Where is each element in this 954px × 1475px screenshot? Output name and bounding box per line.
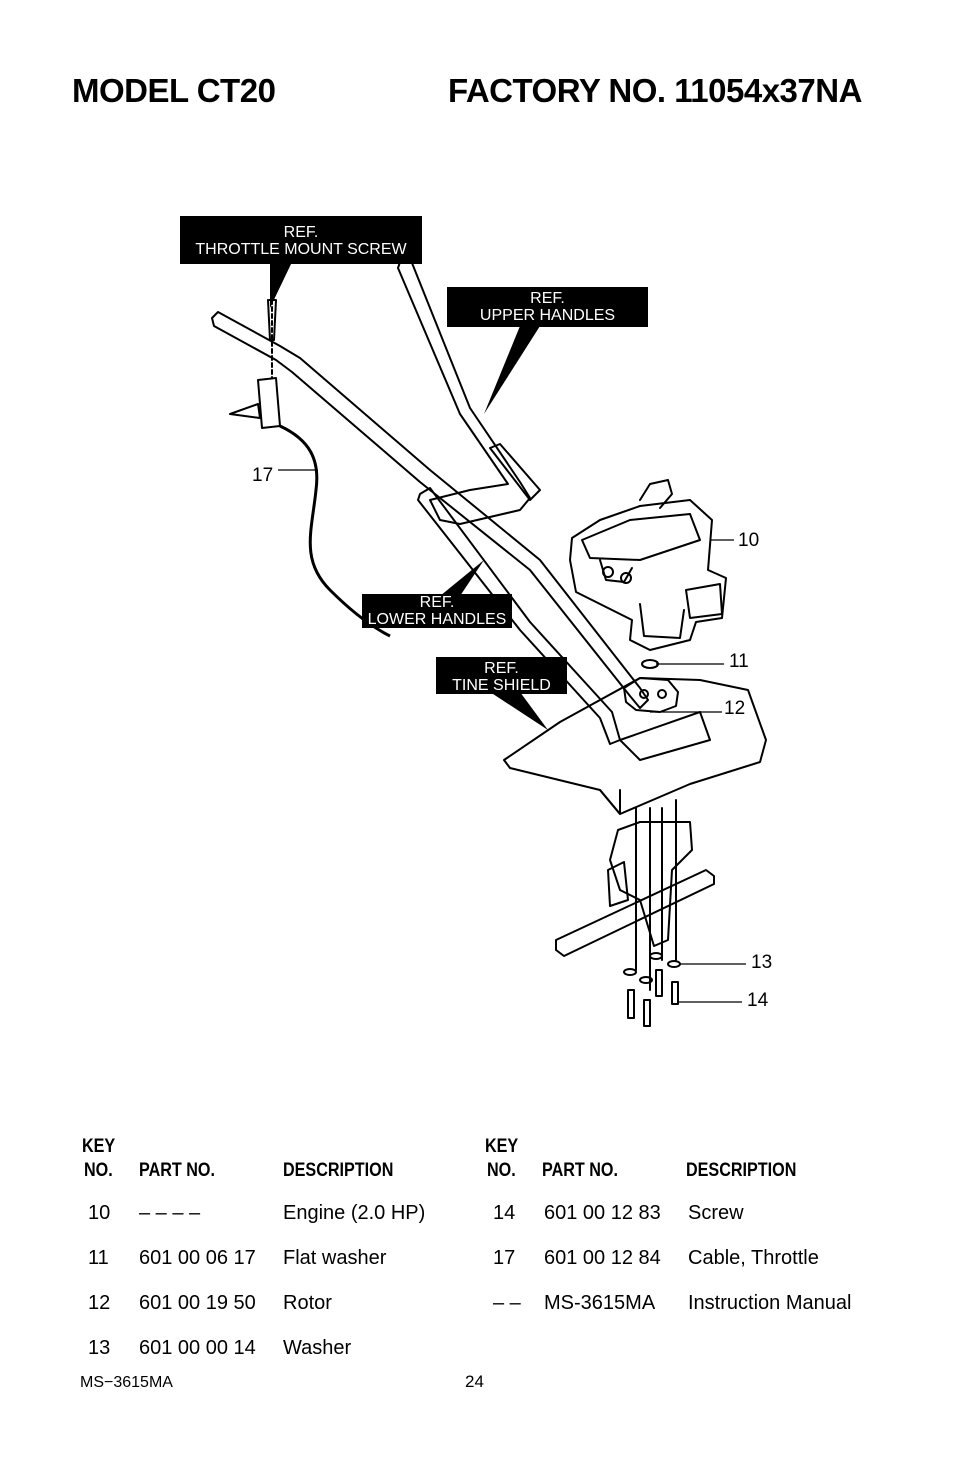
key-no: – – — [493, 1292, 521, 1314]
header-part-no: PART NO. — [542, 1160, 618, 1181]
header-part-no: PART NO. — [139, 1160, 215, 1181]
parts-diagram — [211, 257, 767, 1027]
callout-ref-label: REF. — [419, 594, 455, 611]
description: Cable, Throttle — [688, 1247, 819, 1269]
part-no: 601 00 12 84 — [544, 1247, 661, 1269]
key-no: 13 — [88, 1337, 111, 1359]
transmission — [609, 821, 693, 947]
part-no: 601 00 19 50 — [139, 1292, 256, 1314]
page-number: 24 — [465, 1372, 484, 1391]
key-no: 10 — [88, 1202, 111, 1224]
callout-throttle-mount-screw: REF. THROTTLE MOUNT SCREW — [180, 216, 422, 264]
callout-label: THROTTLE MOUNT SCREW — [195, 241, 407, 258]
callout-upper-handles: REF. UPPER HANDLES — [447, 287, 648, 327]
throttle-control — [257, 377, 281, 429]
callout-lower-handles: REF. LOWER HANDLES — [362, 594, 512, 628]
description: Engine (2.0 HP) — [283, 1202, 426, 1224]
upper-handle-left — [211, 311, 649, 709]
header-description: DESCRIPTION — [686, 1160, 797, 1181]
description: Instruction Manual — [688, 1292, 852, 1314]
lower-handle — [417, 487, 621, 745]
key-no: 17 — [493, 1247, 516, 1269]
description: Flat washer — [283, 1247, 387, 1269]
throttle-cable — [279, 424, 391, 638]
description: Rotor — [283, 1292, 332, 1314]
factory-number-title: FACTORY NO. 11054x37NA — [448, 72, 862, 109]
callout-ref-label: REF. — [484, 660, 519, 677]
header-key-bottom: NO. — [84, 1160, 113, 1181]
tine-axle — [555, 869, 715, 957]
description: Washer — [283, 1337, 352, 1359]
part-no: – – – – — [139, 1202, 201, 1224]
callout-label: UPPER HANDLES — [479, 307, 616, 324]
part-no: 601 00 12 83 — [544, 1202, 661, 1224]
key-no: 12 — [88, 1292, 111, 1314]
key-label-14: 14 — [747, 990, 769, 1011]
key-label-13: 13 — [751, 952, 773, 973]
key-label-11: 11 — [729, 651, 749, 672]
rotor — [623, 677, 679, 713]
key-label-10: 10 — [738, 530, 760, 551]
description: Screw — [688, 1202, 744, 1224]
model-title: MODEL CT20 — [72, 72, 276, 109]
callout-ref-label: REF. — [530, 290, 565, 307]
callout-label: TINE SHIELD — [452, 677, 551, 694]
part-no: 601 00 06 17 — [139, 1247, 256, 1269]
document-code: MS−3615MA — [80, 1374, 173, 1391]
header-key-top: KEY — [485, 1136, 519, 1157]
callout-tine-shield: REF. TINE SHIELD — [436, 657, 567, 694]
upper-handle-right — [397, 257, 531, 525]
key-no: 11 — [88, 1247, 109, 1269]
key-label-12: 12 — [724, 698, 746, 719]
header-key-top: KEY — [82, 1136, 116, 1157]
engine-body — [569, 499, 727, 651]
key-no: 14 — [493, 1202, 516, 1224]
part-no: 601 00 00 14 — [139, 1337, 256, 1359]
key-label-17: 17 — [252, 465, 274, 486]
part-no: MS-3615MA — [544, 1292, 656, 1314]
callout-ref-label: REF. — [283, 224, 319, 241]
header-description: DESCRIPTION — [283, 1160, 394, 1181]
header-key-bottom: NO. — [487, 1160, 516, 1181]
callout-label: LOWER HANDLES — [367, 611, 507, 628]
